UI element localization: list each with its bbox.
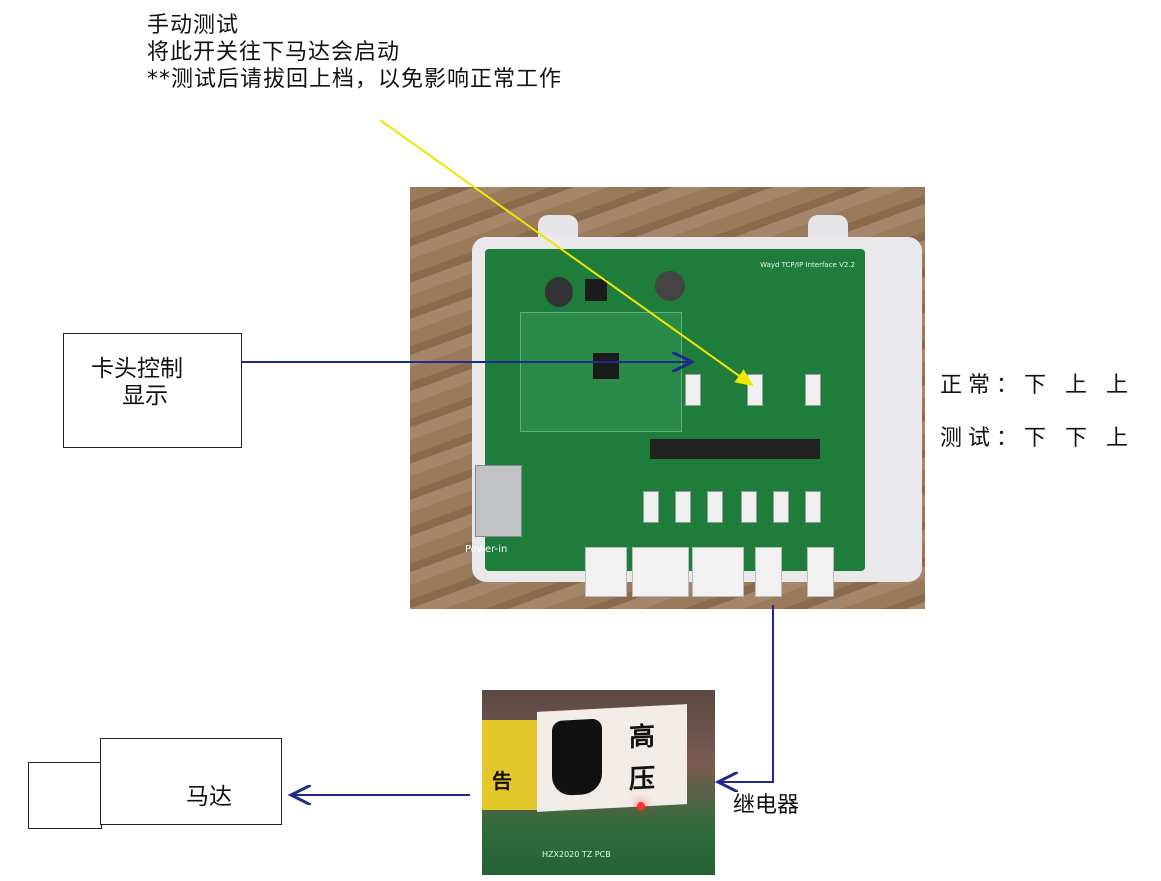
connector — [632, 547, 689, 597]
motor-label: 马达 — [186, 784, 232, 810]
display-control-box: 卡头控制 显示 — [63, 333, 242, 448]
normal-switch-state: 正常：下 上 上 — [940, 373, 1134, 398]
note-line: **测试后请拔回上档，以免影响正常工作 — [147, 67, 563, 92]
dip-switch — [675, 491, 691, 523]
led-indicator — [637, 802, 645, 810]
test-switch-state: 测试：下 下 上 — [940, 426, 1134, 451]
pcb-silk-title: Wayd TCP/IP Interface V2.2 — [760, 261, 855, 269]
tape-text: 告 — [492, 769, 512, 793]
pcb-photo: Wayd TCP/IP Interface V2.2 Power-in — [410, 187, 925, 609]
network-module — [520, 312, 682, 432]
relay-silk: HZX2020 TZ PCB — [542, 850, 611, 859]
dip-switch — [773, 491, 789, 523]
connector — [692, 547, 744, 597]
ic-chip — [585, 279, 607, 301]
note-line: 手动测试 — [147, 13, 240, 38]
connector — [807, 547, 834, 597]
dip-switch — [805, 374, 821, 406]
dip-switch — [685, 374, 701, 406]
mosfet-row — [650, 439, 820, 459]
note-line: 将此开关往下马达会启动 — [147, 40, 401, 65]
capacitor — [545, 277, 573, 307]
manual-test-note: 手动测试将此开关往下马达会启动**测试后请拔回上档，以免影响正常工作 — [147, 12, 562, 93]
motor-shaft-box — [28, 762, 102, 829]
relay-arrow — [720, 605, 774, 782]
yellow-arrow — [379, 119, 754, 387]
box-label: 显示 — [122, 383, 168, 409]
rj45-port — [475, 465, 522, 537]
relay-label: 继电器 — [733, 793, 800, 818]
connector — [585, 547, 627, 597]
dip-switch — [805, 491, 821, 523]
capacitor — [655, 271, 685, 301]
motor-box: 马达 — [100, 738, 282, 825]
dip-switch — [741, 491, 757, 523]
ic-chip — [593, 353, 619, 379]
connector — [755, 547, 782, 597]
dip-switch — [643, 491, 659, 523]
dip-switch — [707, 491, 723, 523]
box-label: 卡头控制 — [91, 356, 183, 382]
pcb-silk-power: Power-in — [465, 544, 508, 555]
relay-photo: 告 高 压 HZX2020 TZ PCB — [482, 690, 715, 875]
